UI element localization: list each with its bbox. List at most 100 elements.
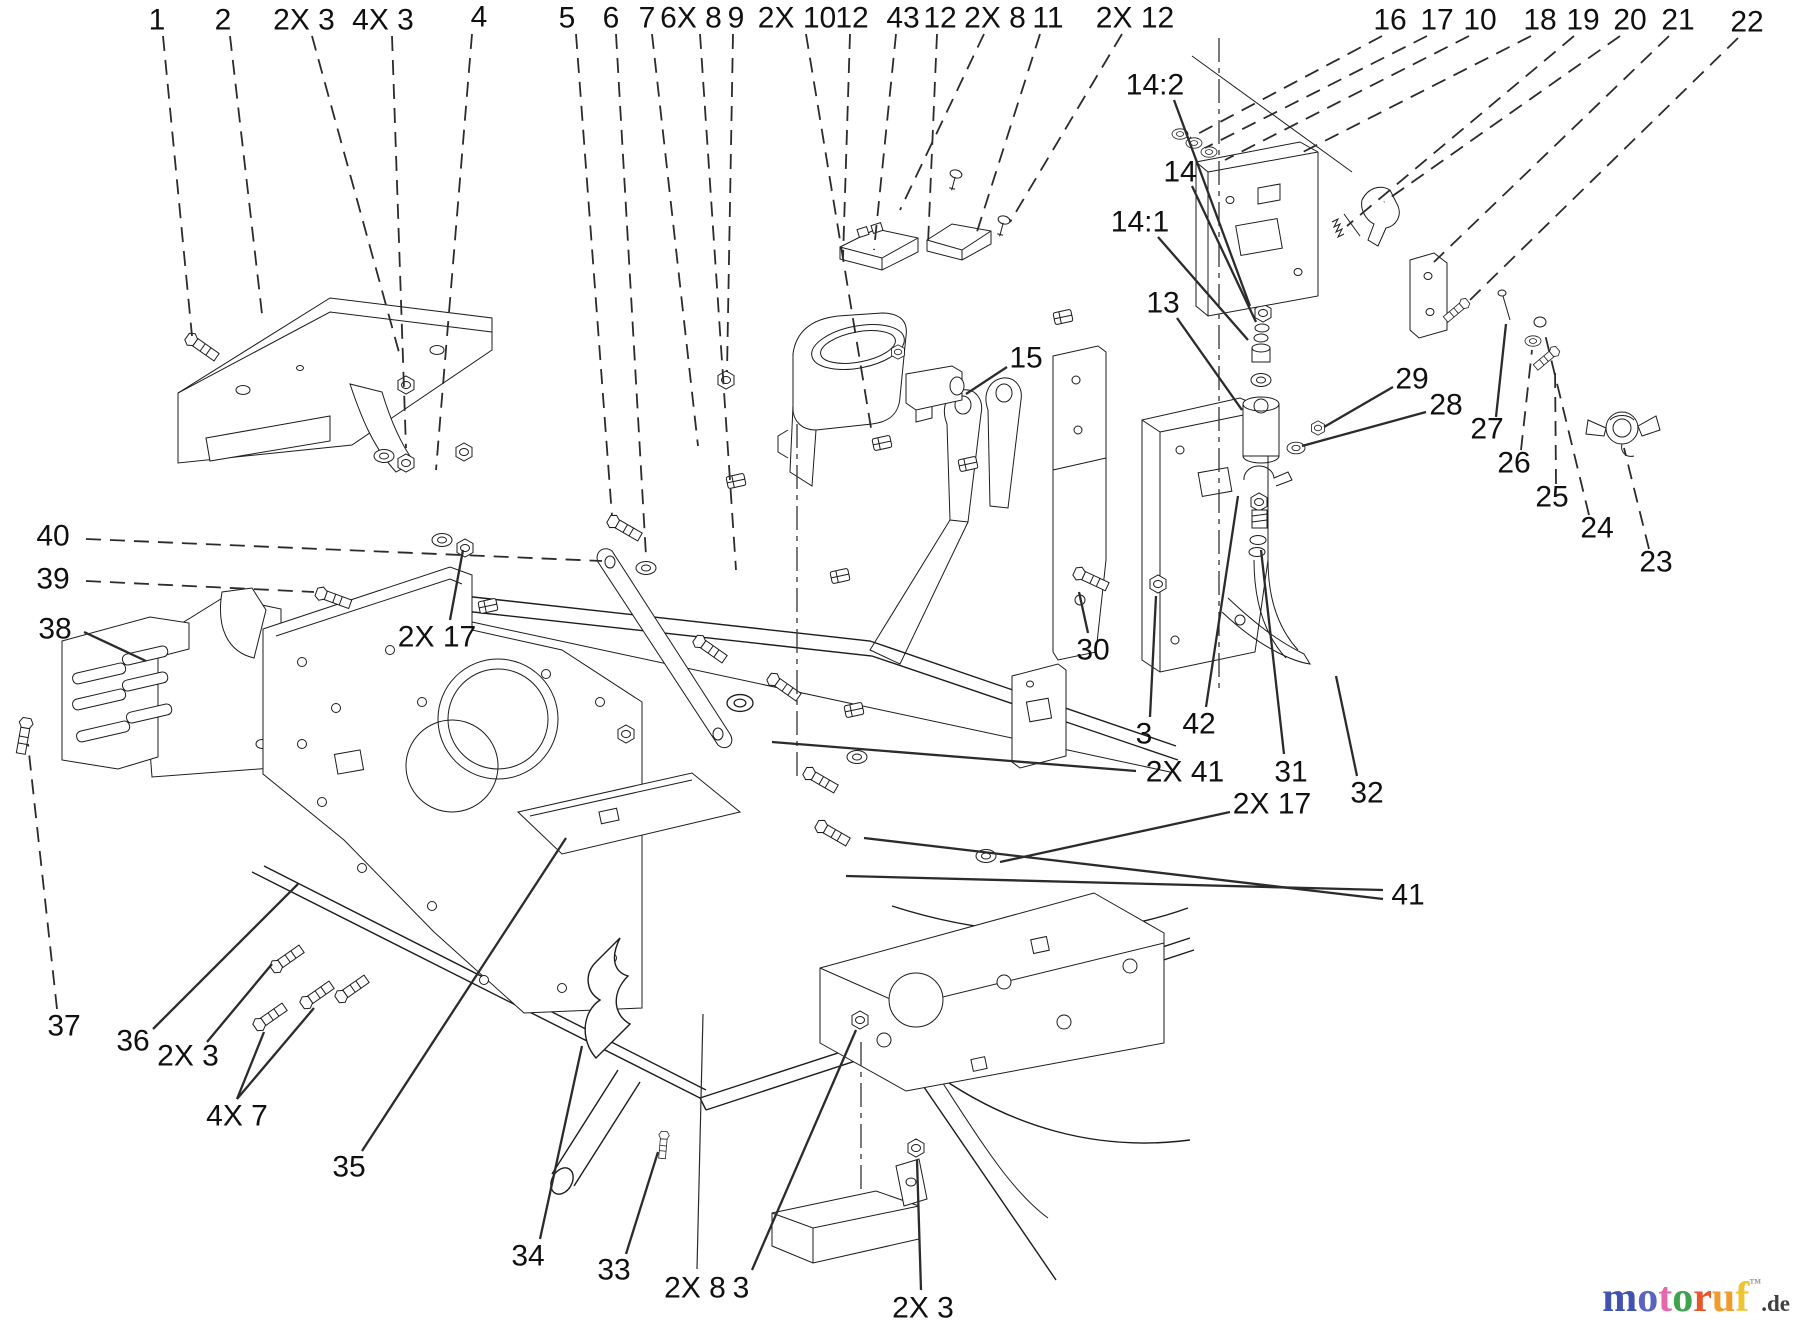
leader-line-29: [1323, 386, 1394, 428]
callout-label-23: 23: [1639, 546, 1672, 579]
leader-line-2x10-top: [805, 33, 873, 435]
leader-line-14: [1190, 185, 1258, 323]
callout-label-43: 43: [886, 2, 919, 35]
leader-line-4: [435, 33, 473, 471]
callout-label-2x3-bottom: 2X 3: [892, 1292, 954, 1325]
watermark-letter: f: [1735, 1275, 1750, 1321]
steering-support-brackets: [869, 377, 1022, 665]
leader-line-39: [85, 580, 315, 593]
leader-line-11: [974, 33, 1041, 239]
leader-line-41: [863, 836, 1384, 901]
tower-plate: [1011, 345, 1107, 769]
leader-line-15: [965, 366, 1008, 395]
callout-label-29: 29: [1395, 363, 1428, 396]
leader-line-9: [726, 33, 734, 373]
leader-line-2: [229, 35, 263, 315]
callout-label-32: 32: [1350, 777, 1383, 810]
callout-label-14-2: 14:2: [1126, 69, 1184, 102]
callout-label-30: 30: [1076, 634, 1109, 667]
callout-label-2x8-top: 2X 8: [964, 2, 1026, 35]
callout-label-9: 9: [728, 2, 745, 35]
support-strap: [596, 548, 733, 749]
main-frame-plate: [262, 566, 643, 1014]
callout-label-17: 17: [1420, 4, 1453, 37]
leader-line-22: [1469, 37, 1739, 301]
callout-label-2x10-top: 2X 10: [758, 2, 836, 35]
cover-plate: [516, 772, 742, 855]
callout-label-2: 2: [215, 4, 232, 37]
callout-label-2x41: 2X 41: [1146, 756, 1224, 789]
watermark-suffix: .de: [1761, 1291, 1790, 1316]
callout-label-19: 19: [1566, 4, 1599, 37]
leader-line-34: [538, 1045, 584, 1240]
callout-label-42: 42: [1182, 708, 1215, 741]
leader-line-36: [152, 883, 299, 1030]
callout-label-18: 18: [1523, 4, 1556, 37]
callout-label-5: 5: [559, 2, 576, 35]
callout-label-10: 10: [1463, 4, 1496, 37]
callout-label-35: 35: [332, 1151, 365, 1184]
callout-label-21: 21: [1661, 4, 1694, 37]
ignition-switch: [905, 365, 965, 423]
callout-label-25: 25: [1535, 481, 1568, 514]
leader-line-4x3-top: [391, 35, 407, 449]
leader-line-2x41: [771, 740, 1137, 773]
leader-line-17: [1204, 35, 1428, 149]
leader-line-4x7: [236, 1007, 315, 1100]
callout-label-7: 7: [639, 2, 656, 35]
leader-line-2x12-top: [1009, 33, 1123, 223]
leader-line-3-bottom: [750, 1029, 858, 1271]
watermark-trademark: ™: [1749, 1276, 1762, 1290]
callout-label-28: 28: [1429, 389, 1462, 422]
callout-label-1: 1: [149, 4, 166, 37]
callout-label-33: 33: [597, 1254, 630, 1287]
callout-label-39: 39: [36, 563, 69, 596]
leader-line-30: [1077, 591, 1090, 634]
callout-label-2x3-left: 2X 3: [157, 1040, 219, 1073]
callout-label-6: 6: [603, 2, 620, 35]
leader-line-7: [651, 33, 699, 447]
callout-label-31: 31: [1274, 756, 1307, 789]
watermark-letter: u: [1711, 1275, 1736, 1321]
callout-label-40: 40: [36, 520, 69, 553]
leader-line-20: [1383, 35, 1621, 203]
callout-label-3-bottom: 3: [733, 1272, 750, 1305]
watermark-logo: motoruf™.de: [1602, 1277, 1790, 1319]
leader-line-5: [575, 33, 613, 517]
leader-line-40: [85, 538, 603, 562]
leader-line-38: [83, 630, 147, 663]
seat-support-plate: [819, 892, 1165, 1092]
leader-line-28: [1301, 410, 1427, 448]
leader-line-10: [1224, 35, 1470, 161]
leader-line-16: [1189, 35, 1383, 139]
leader-line-2x3-left: [206, 963, 273, 1043]
callout-label-6x8-top: 6X 8: [660, 2, 722, 35]
callout-label-2x17-left: 2X 17: [398, 621, 476, 654]
callout-label-24: 24: [1580, 512, 1613, 545]
callout-label-37: 37: [47, 1010, 80, 1043]
callout-label-2x8-bottom: 2X 8: [664, 1272, 726, 1305]
callout-label-14: 14: [1163, 156, 1196, 189]
watermark-brand-letters: motoruf: [1602, 1275, 1749, 1321]
leader-line-26: [1520, 349, 1533, 451]
leader-line-13: [1176, 317, 1243, 411]
leader-line-12-a: [842, 33, 851, 259]
callout-label-2x12-top: 2X 12: [1096, 2, 1174, 35]
watermark-letter: o: [1637, 1275, 1659, 1321]
leader-line-2x3-bottom: [915, 1159, 923, 1291]
bottom-bracket: [771, 1158, 928, 1264]
callout-label-13: 13: [1146, 287, 1179, 320]
callout-label-2x17-right: 2X 17: [1233, 788, 1311, 821]
callout-label-14-1: 14:1: [1111, 206, 1169, 239]
callout-label-20: 20: [1613, 4, 1646, 37]
callout-label-12-a: 12: [835, 2, 868, 35]
console-cowl: [777, 312, 907, 487]
leader-line-2x17-right: [999, 810, 1231, 864]
leader-line-37: [27, 743, 58, 1010]
leader-line-35: [361, 837, 567, 1152]
watermark-letter: t: [1658, 1275, 1673, 1321]
callout-label-4: 4: [471, 1, 488, 34]
leader-line-21: [1433, 35, 1670, 263]
